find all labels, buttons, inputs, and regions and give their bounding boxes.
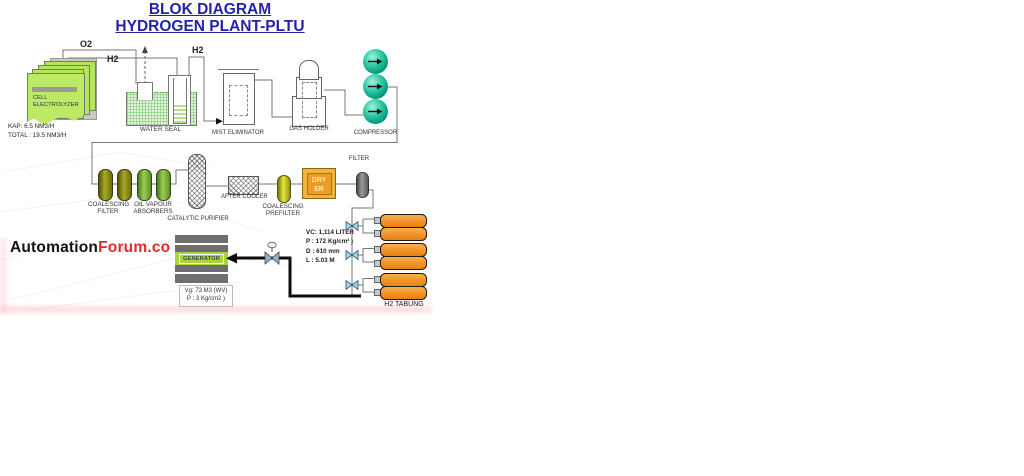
o2-stream-label: O2 bbox=[80, 39, 93, 49]
oil-vapour-absorber-capsule bbox=[156, 169, 171, 201]
h2-cylinder bbox=[380, 256, 427, 270]
coalescing-prefilter-label: COALESCING PREFILTER bbox=[262, 203, 304, 218]
generator-band bbox=[175, 265, 228, 272]
flow-arrow-icon bbox=[226, 253, 237, 264]
dryer-inner: DRY ER bbox=[306, 172, 332, 195]
water-seal-left-pipe bbox=[137, 82, 153, 100]
h2-cylinder bbox=[380, 226, 427, 241]
page-title: BLOK DIAGRAM HYDROGEN PLANT-PLTU bbox=[30, 1, 390, 35]
catalytic-purifier-label: CATALYTIC PURIFIER bbox=[167, 216, 229, 222]
water-seal-label: WATER SEAL bbox=[139, 126, 182, 133]
filter-capsule bbox=[356, 172, 369, 198]
water-level-stripes bbox=[173, 105, 186, 123]
flow-arrow-icon bbox=[216, 118, 223, 125]
coalescing-filter-capsule bbox=[117, 169, 132, 201]
flow-arrow-icon bbox=[368, 58, 383, 115]
overlay-layer bbox=[142, 46, 383, 298]
electrolyzer-bar bbox=[32, 87, 77, 92]
generator-band bbox=[175, 274, 228, 283]
generator-box: GENERATOR bbox=[175, 235, 228, 283]
mist-eliminator-label: MIST ELIMINATOR bbox=[211, 130, 264, 136]
after-cooler-box bbox=[228, 176, 259, 195]
electrolyzer-label1: CELL bbox=[33, 95, 48, 101]
mist-eliminator-vessel bbox=[223, 73, 255, 125]
vent-arrow-icon bbox=[142, 46, 148, 53]
generator-green-band: GENERATOR bbox=[175, 252, 228, 265]
watermark-smudge bbox=[0, 238, 7, 313]
brand-red: Forum.co bbox=[98, 239, 171, 256]
compressor-label: COMPRESSOR bbox=[353, 129, 398, 136]
mist-eliminator-element bbox=[229, 85, 248, 116]
manifold-valve-icon bbox=[345, 249, 359, 261]
gas-holder-dome bbox=[299, 60, 319, 80]
manifold-valve-icon bbox=[345, 220, 359, 232]
watermark-smudge bbox=[0, 306, 432, 313]
globe-valve-icon bbox=[264, 241, 280, 265]
title-line2: HYDROGEN PLANT-PLTU bbox=[115, 18, 305, 35]
filter-label: FILTER bbox=[348, 156, 370, 162]
brand-black: Automation bbox=[10, 239, 99, 256]
catalytic-purifier-vessel bbox=[188, 154, 206, 209]
oil-vapour-absorbers-label: OIL VAPOUR ABSORBERS bbox=[133, 201, 173, 216]
coalescing-prefilter-capsule bbox=[277, 175, 291, 203]
total-value: TOTAL : 19.5 NM3/H bbox=[8, 132, 67, 140]
generator-band bbox=[175, 235, 228, 243]
generator-band bbox=[175, 245, 228, 252]
h2-tabung-label: H2 TABUNG bbox=[384, 301, 424, 308]
coalescing-filter-label: COALESCING FILTER bbox=[88, 201, 130, 216]
h2-out-stream-label: H2 bbox=[192, 45, 204, 55]
gas-holder-inner bbox=[302, 82, 317, 118]
title-line1: BLOK DIAGRAM bbox=[148, 1, 272, 18]
h2-cylinder bbox=[380, 285, 427, 300]
after-cooler-label: AFTER COOLER bbox=[221, 193, 268, 200]
tabung-specs: VC: 1,114 LITER P : 172 Kg/cm² ) D : 610… bbox=[306, 229, 354, 265]
water-seal-dip-tube bbox=[172, 78, 187, 124]
oil-vapour-absorber-capsule bbox=[137, 169, 152, 201]
kap-value: KAP: 6.5 NM3/H bbox=[8, 123, 55, 130]
coalescing-filter-capsule bbox=[98, 169, 113, 201]
h2-feed-stream-label: H2 bbox=[107, 54, 119, 64]
dryer-box: DRY ER bbox=[302, 168, 336, 199]
gas-holder-base bbox=[292, 96, 326, 127]
manifold-valve-icon bbox=[345, 279, 359, 291]
brand-watermark: AutomationForum.co bbox=[10, 239, 170, 257]
piping-layer bbox=[62, 49, 398, 296]
gas-holder-label: GAS HOLDER bbox=[289, 125, 329, 132]
thick-supply-line bbox=[233, 256, 361, 298]
generator-specs: Vg: 73 M3 (WV) P : 3 Kg/cm2 ) bbox=[179, 284, 233, 307]
electrolyzer-capacity: KAP: 6.5 NM3/H TOTAL : 19.5 NM3/H bbox=[8, 122, 66, 141]
electrolyzer-label2: ELECTROLYZER bbox=[33, 102, 79, 108]
generator-label: GENERATOR bbox=[178, 253, 225, 264]
